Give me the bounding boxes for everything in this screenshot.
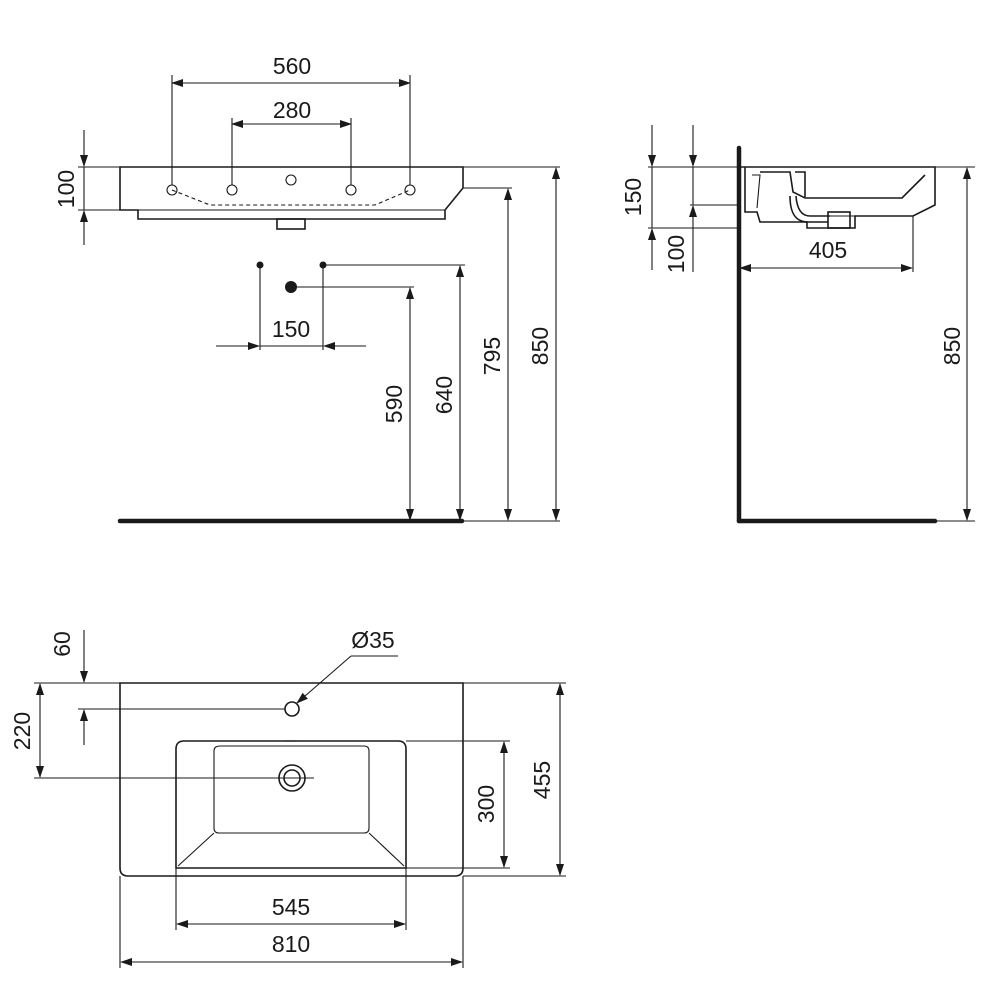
side-view: 150 100 405 850: [620, 125, 975, 524]
dim-label-diameter: Ø35: [351, 627, 394, 653]
dim-label-150-supply: 150: [272, 316, 310, 342]
dim-label-405: 405: [809, 237, 847, 263]
plan-taphole: [284, 701, 300, 717]
front-bowl-hidden-line: [171, 189, 411, 206]
dim-label-300: 300: [473, 785, 499, 823]
dim-label-560: 560: [273, 53, 311, 79]
dim-label-545: 545: [272, 894, 310, 920]
dim-label-60: 60: [49, 631, 75, 657]
waste-point: [285, 281, 297, 293]
plan-bowl-outline: [175, 740, 407, 869]
front-view: 560 280 100 150 590 640 795 850: [53, 53, 560, 524]
dim-label-590: 590: [381, 385, 407, 423]
dim-label-850-front: 850: [527, 327, 553, 365]
dim-label-455: 455: [529, 761, 555, 799]
plan-bowl-floor: [213, 745, 370, 834]
dim-label-side-100: 100: [663, 235, 689, 273]
side-bowl-inner: [760, 171, 926, 199]
dim-label-850-side: 850: [939, 327, 965, 365]
front-basin-outline: [119, 166, 464, 220]
plan-view: Ø35 60 220 300 455 545 810: [9, 627, 566, 968]
dim-label-front-100: 100: [53, 170, 79, 208]
side-waste-trap: [789, 195, 828, 223]
plan-basin-outline: [119, 682, 464, 877]
front-tap-holes: [166, 174, 416, 196]
dim-label-810: 810: [272, 931, 310, 957]
dim-label-795: 795: [479, 337, 505, 375]
dim-label-280: 280: [273, 97, 311, 123]
dim-label-640: 640: [431, 376, 457, 414]
dim-label-220: 220: [9, 712, 35, 750]
dim-label-side-150: 150: [620, 178, 646, 216]
front-waste-outlet: [276, 218, 306, 230]
